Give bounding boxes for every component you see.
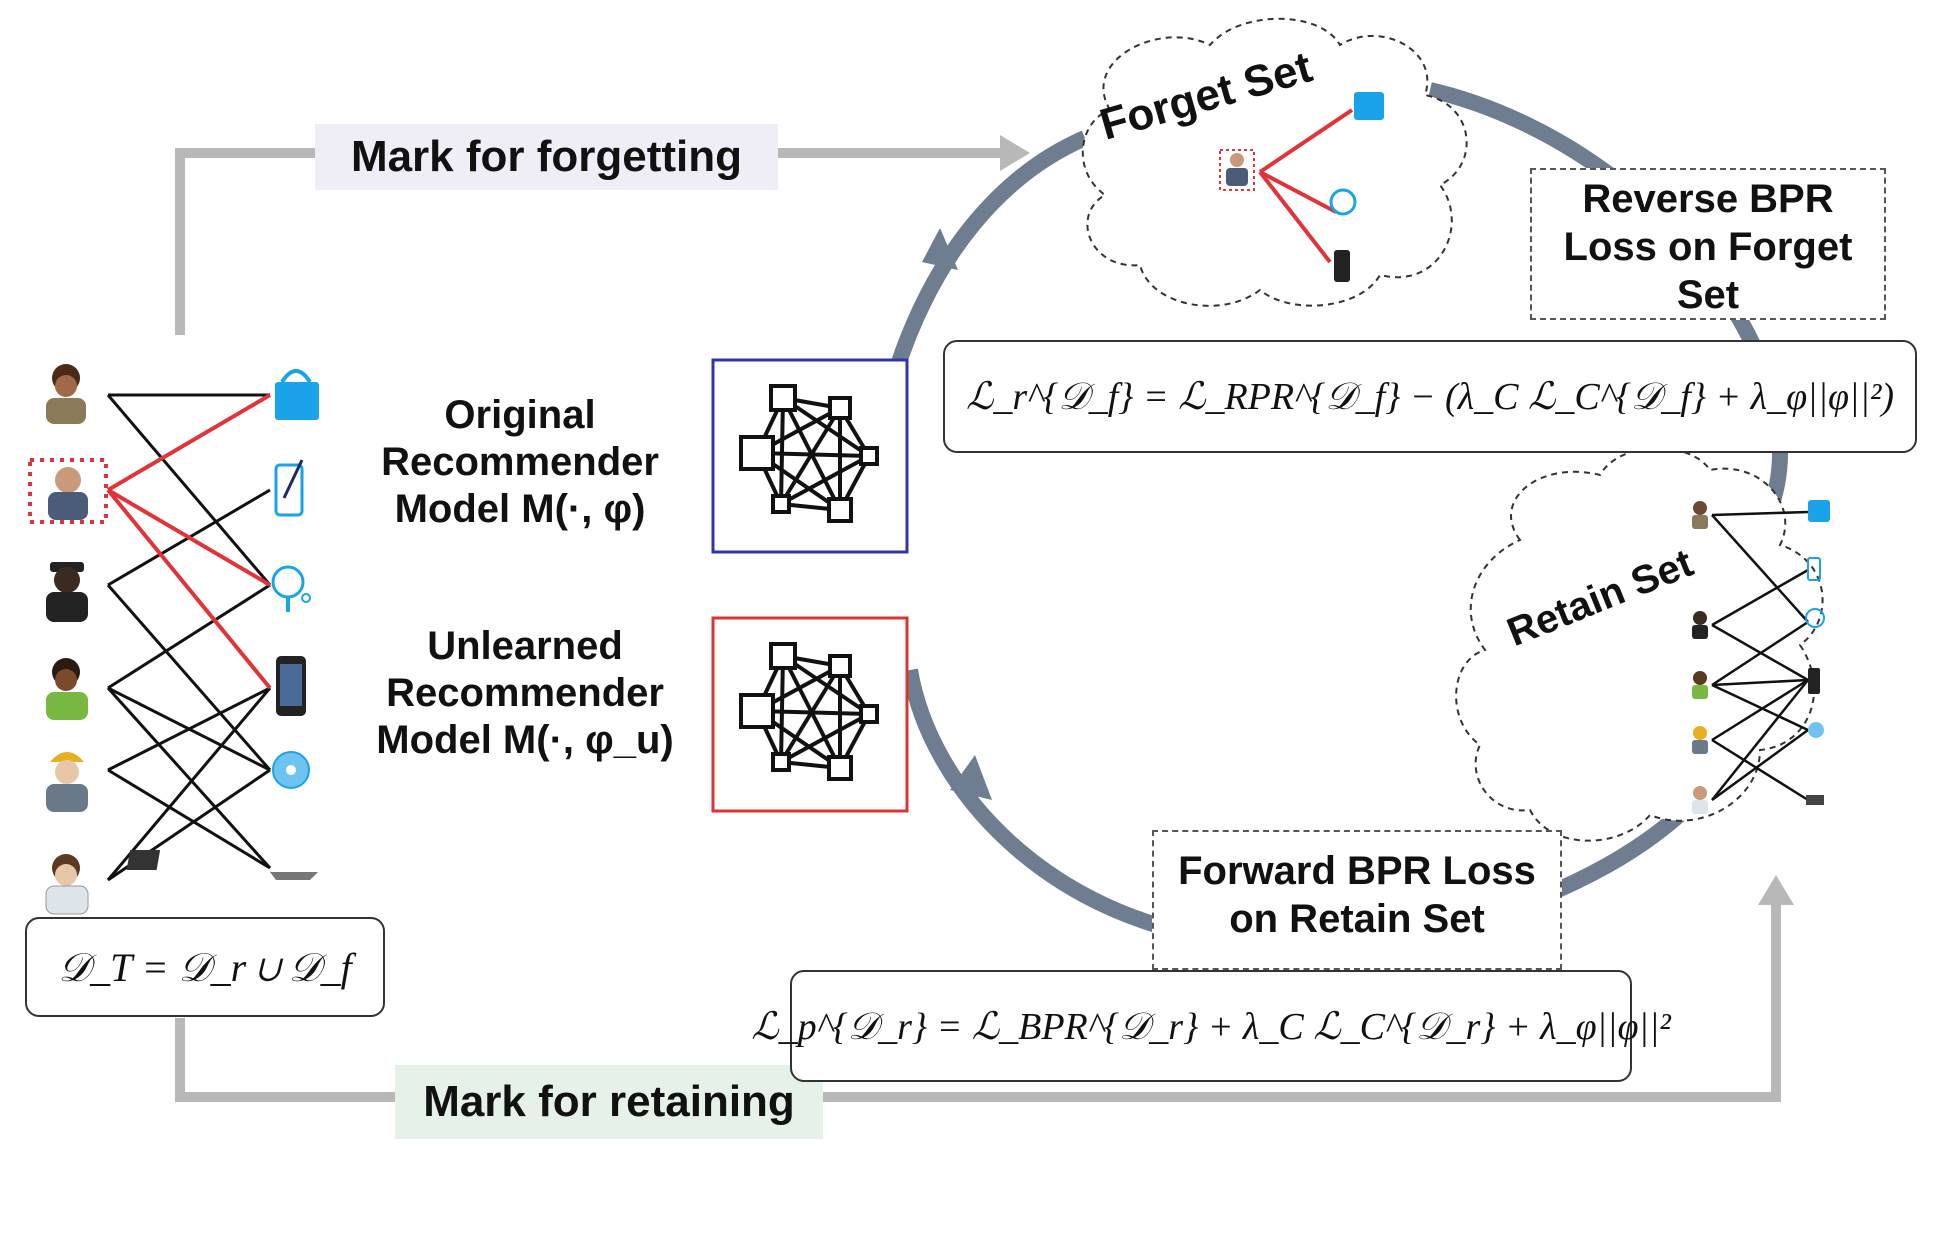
bipartite-edges-black xyxy=(106,393,272,882)
forget-set-bag-icon xyxy=(1354,92,1384,120)
phone-icon xyxy=(276,656,306,716)
mark-retain-label: Mark for retaining xyxy=(395,1065,823,1139)
original-model-label: Original Recommender Model M(·, φ) xyxy=(360,392,680,534)
cd-icon xyxy=(272,751,310,789)
forget-set-pingpong-icon xyxy=(1329,188,1357,216)
network-icon-unlearned xyxy=(739,642,879,781)
reverse-loss-box: Reverse BPR Loss on Forget Set xyxy=(1530,168,1886,320)
laptop-icon xyxy=(126,850,318,880)
user-doctor-icon xyxy=(45,854,89,915)
user-pilot-icon xyxy=(46,562,88,622)
mark-retain-arrow xyxy=(175,875,1794,1102)
forget-set-phone-icon xyxy=(1334,250,1350,282)
ping-pong-icon xyxy=(271,565,311,612)
forget-set-edges xyxy=(1258,108,1354,264)
dataset-formula-box: 𝒟_T = 𝒟_r ∪ 𝒟_f xyxy=(25,917,385,1017)
retain-set-users xyxy=(1692,501,1708,814)
retain-set-cloud xyxy=(1455,447,1824,842)
unlearned-model-line3: Model M(·, φ_u) xyxy=(376,718,674,763)
reverse-loss-line1: Reverse BPR xyxy=(1582,177,1834,221)
forget-set-user-body xyxy=(1226,168,1248,186)
user-worker-icon xyxy=(46,752,88,812)
retain-set-items xyxy=(1805,500,1830,805)
retain-set-edges xyxy=(1711,510,1809,802)
original-model-line3: Model M(·, φ) xyxy=(394,487,646,532)
forward-loss-line1: Forward BPR Loss xyxy=(1178,849,1536,893)
unlearned-model-line1: Unlearned xyxy=(427,624,623,668)
forget-loss-formula-box: ℒ_r^{𝒟_f} = ℒ_RPR^{𝒟_f} − (λ_C ℒ_C^{𝒟_f}… xyxy=(943,340,1917,453)
original-model-line1: Original xyxy=(444,393,596,437)
unlearned-model-line2: Recommender xyxy=(386,671,664,716)
retain-loss-formula-box: ℒ_p^{𝒟_r} = ℒ_BPR^{𝒟_r} + λ_C ℒ_C^{𝒟_r} … xyxy=(751,970,1671,1082)
user-woman-icon xyxy=(46,364,86,424)
user-woman-green-icon xyxy=(46,658,88,720)
tablet-icon xyxy=(274,459,304,517)
reverse-loss-line2: Loss on Forget xyxy=(1563,225,1853,269)
unlearned-model-label: Unlearned Recommender Model M(·, φ_u) xyxy=(355,623,695,765)
shopping-bag-icon xyxy=(275,369,319,420)
reverse-loss-line3: Set xyxy=(1676,273,1740,317)
network-icon-original xyxy=(739,384,879,523)
mark-forget-label: Mark for forgetting xyxy=(315,124,778,190)
forward-loss-box: Forward BPR Loss on Retain Set xyxy=(1152,830,1562,970)
forget-set-user-head xyxy=(1230,153,1244,167)
forward-loss-line2: on Retain Set xyxy=(1229,897,1485,941)
original-model-line2: Recommender xyxy=(381,440,659,485)
user-man-suit-icon xyxy=(28,458,108,524)
bipartite-edges-red xyxy=(106,393,272,690)
